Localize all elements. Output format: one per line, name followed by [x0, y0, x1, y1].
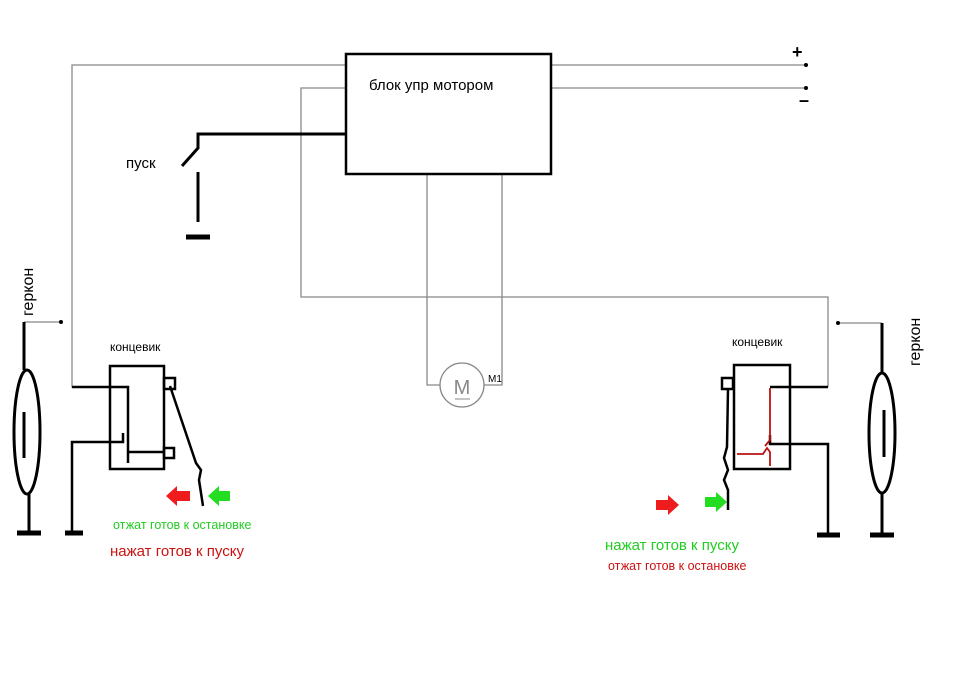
motor-symbol: M: [454, 377, 471, 399]
plus-terminal: [804, 63, 808, 67]
control-block-label: блок упр мотором: [369, 77, 493, 94]
right-released-text: отжат готов к остановке: [608, 559, 746, 573]
motor-icon: [439, 362, 485, 408]
plus-label: +: [792, 42, 803, 62]
right-reed-switch: [867, 323, 897, 538]
right-switch-red-contact: [737, 388, 771, 466]
right-reed-terminal: [836, 321, 840, 325]
minus-label: –: [799, 90, 809, 110]
start-label: пуск: [126, 155, 156, 172]
left-released-text: отжат готов к остановке: [113, 518, 251, 532]
wire-motor-a: [426, 174, 440, 386]
right-green-arrow-icon: [705, 492, 727, 512]
right-reed-label: геркон: [907, 318, 924, 366]
wire-right-switch: [300, 87, 829, 387]
left-green-arrow-icon: [208, 486, 230, 506]
wire-motor-b: [484, 174, 503, 386]
wire-left-switch: [71, 64, 346, 388]
control-block: [344, 52, 553, 176]
left-reed-terminal: [59, 320, 63, 324]
minus-terminal: [804, 86, 808, 90]
left-pressed-text: нажат готов к пуску: [110, 543, 244, 560]
left-limit-switch[interactable]: [65, 364, 205, 536]
right-limit-switch[interactable]: [720, 363, 840, 538]
motor-designator: M1: [488, 374, 502, 385]
left-red-arrow-icon: [166, 486, 190, 506]
left-limit-switch-label: концевик: [110, 340, 161, 354]
right-limit-switch-label: концевик: [732, 335, 783, 349]
left-reed-label: геркон: [20, 268, 37, 316]
left-reed-switch: [12, 322, 42, 536]
right-pressed-text: нажат готов к пуску: [605, 537, 739, 554]
right-red-arrow-icon: [656, 495, 679, 515]
start-switch[interactable]: [180, 132, 346, 240]
